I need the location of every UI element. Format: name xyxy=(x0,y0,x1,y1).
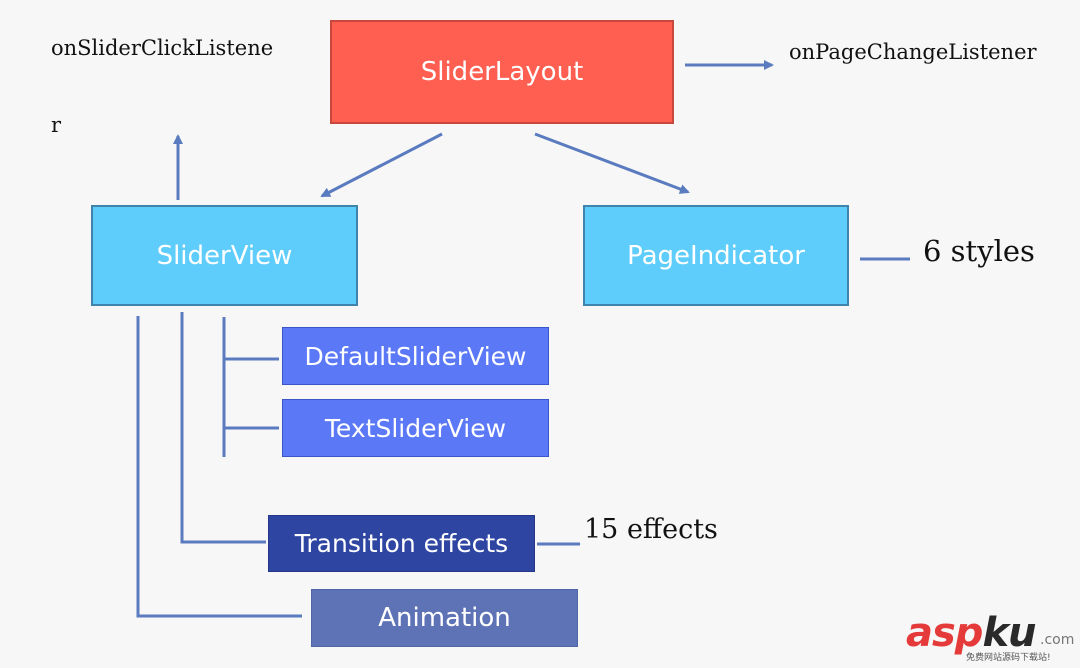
node-transition-effects: Transition effects xyxy=(268,515,535,572)
watermark-tagline: 免费网站源码下载站! xyxy=(966,653,1051,663)
watermark-brand-ku: ku xyxy=(982,610,1036,656)
node-animation: Animation xyxy=(311,589,578,647)
node-text-slider-view: TextSliderView xyxy=(282,399,549,457)
label-fifteen-effects: 15 effects xyxy=(584,514,718,545)
line-to-animation xyxy=(136,316,302,618)
watermark-suffix: .com xyxy=(1040,632,1075,648)
label-on-slider-click-line2: r xyxy=(51,113,62,137)
arrow-layout-to-sliderview xyxy=(320,132,443,198)
label-on-slider-click-line1: onSliderClickListene xyxy=(51,36,274,60)
node-page-indicator: PageIndicator xyxy=(583,205,849,306)
label-six-styles: 6 styles xyxy=(923,234,1035,268)
watermark-brand-main: asp xyxy=(906,610,983,656)
arrow-layout-to-pageindicator xyxy=(534,132,690,194)
node-slider-view: SliderView xyxy=(91,205,358,306)
watermark-brand: aspku xyxy=(906,610,1037,656)
node-default-slider-view: DefaultSliderView xyxy=(282,327,549,385)
node-slider-layout: SliderLayout xyxy=(330,20,674,124)
watermark-logo: aspku .com 免费网站源码下载站! xyxy=(906,610,1076,666)
label-on-page-change: onPageChangeListener xyxy=(789,40,1037,64)
line-to-transition-effects xyxy=(180,312,266,544)
